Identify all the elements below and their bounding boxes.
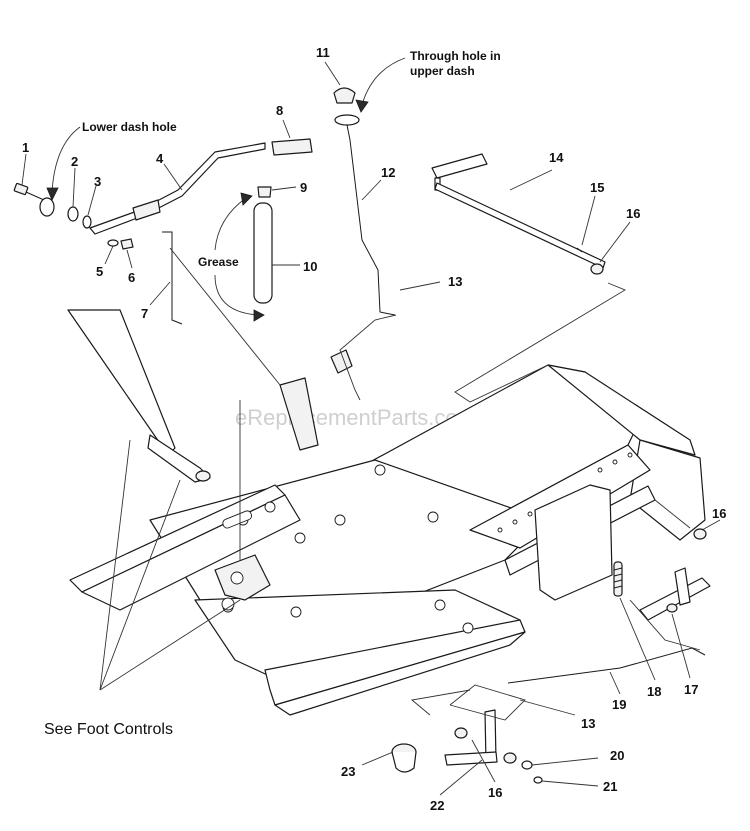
pedal-bushing — [195, 470, 211, 482]
shift-mount-bracket — [279, 377, 319, 451]
frame-hole — [290, 606, 302, 618]
callout-10: 10 — [303, 259, 317, 274]
callout-18: 18 — [647, 684, 661, 699]
part-20-washer — [521, 760, 533, 770]
frame-mount-bracket-plate — [534, 484, 613, 601]
part-12-rod — [346, 124, 396, 316]
callout-16-right: 16 — [712, 506, 726, 521]
callout-13-lower: 13 — [581, 716, 595, 731]
lower-dash-flange — [39, 197, 55, 217]
frame-right-end-plate — [629, 439, 706, 541]
callout-23: 23 — [341, 764, 355, 779]
callout-11: 11 — [316, 45, 330, 60]
callout-20: 20 — [610, 748, 624, 763]
frame-hole — [264, 501, 276, 513]
arrow-head — [355, 99, 369, 113]
callout-12: 12 — [381, 165, 395, 180]
part-7-link-rod — [162, 231, 183, 325]
arrow-head — [240, 192, 253, 206]
frame-front-lip-lower — [274, 631, 526, 716]
foot-control-pedal — [67, 309, 211, 483]
linkage-pivot — [230, 571, 244, 585]
frame-hole — [512, 519, 518, 525]
callout-8: 8 — [276, 103, 283, 118]
callout-4: 4 — [156, 151, 164, 166]
callout-9: 9 — [300, 180, 307, 195]
note-arrows — [46, 57, 406, 322]
frame-hole — [597, 467, 603, 473]
grease-arrow-down — [214, 274, 259, 316]
callout-14: 14 — [549, 150, 564, 165]
main-frame — [69, 364, 706, 716]
part-4-lever-rod — [89, 142, 266, 235]
frame-hole — [294, 532, 306, 544]
callout-3: 3 — [94, 174, 101, 189]
assembly-reference-lines — [99, 247, 701, 721]
part-17-pedal-bracket — [639, 567, 711, 621]
part-16-bushing — [590, 263, 604, 275]
note-grease: Grease — [198, 255, 239, 269]
callout-5: 5 — [96, 264, 103, 279]
frame-hole — [374, 464, 386, 476]
frame-hole — [334, 514, 346, 526]
callout-16-lower: 16 — [488, 785, 502, 800]
note-through-hole-line1: Through hole in — [410, 49, 501, 63]
part-10-tube — [253, 202, 273, 304]
part-6-nut — [120, 238, 134, 250]
part-19-control-rod — [507, 647, 706, 684]
callout-15: 15 — [590, 180, 604, 195]
part-3-washer — [82, 215, 92, 229]
part-15-pin — [576, 247, 583, 253]
part-2-washer — [67, 206, 79, 222]
callout-21: 21 — [603, 779, 617, 794]
frame-hole — [627, 452, 633, 458]
frame-hole — [434, 599, 446, 611]
frame-slot — [222, 510, 253, 529]
callout-leaders — [21, 61, 721, 796]
part-18-spring — [613, 561, 623, 597]
callout-13: 13 — [448, 274, 462, 289]
note-lower-dash-hole: Lower dash hole — [82, 120, 177, 134]
part-23-pedal-pad — [391, 743, 417, 773]
frame-hole — [612, 459, 618, 465]
part-9-cap — [257, 186, 272, 198]
frame-rear-upper-flange — [547, 364, 696, 456]
part-22-bracket — [444, 709, 498, 766]
frame-hole — [462, 622, 474, 634]
callout-7: 7 — [141, 306, 148, 321]
frame-hole — [527, 511, 533, 517]
frame-hole — [497, 527, 503, 533]
frame-hole — [427, 511, 439, 523]
part-1-bolt — [13, 182, 45, 201]
callout-16: 16 — [626, 206, 640, 221]
part-16-bushing-lower-b — [503, 752, 517, 764]
lower-dash-arrow — [51, 126, 81, 193]
callout-17: 17 — [684, 682, 698, 697]
note-through-hole-line2: upper dash — [410, 64, 475, 78]
callout-2: 2 — [71, 154, 78, 169]
callout-numbers: 1 2 3 4 5 6 7 8 9 10 11 12 13 14 15 16 1… — [22, 45, 726, 813]
part-8-handle-grip — [271, 138, 313, 156]
part-5-washer — [107, 239, 119, 247]
see-foot-controls-label: See Foot Controls — [44, 721, 173, 738]
callout-1: 1 — [22, 140, 29, 155]
callout-6: 6 — [128, 270, 135, 285]
part-16-bushing-lower — [454, 727, 468, 739]
lever-bracket — [132, 199, 161, 221]
callout-22: 22 — [430, 798, 444, 813]
grease-arrow-up — [214, 197, 247, 251]
part-14-bracket-rod — [431, 153, 606, 269]
through-hole-arrow — [361, 57, 406, 106]
part-11-knob — [333, 87, 360, 126]
arrow-head — [46, 187, 59, 201]
part-16-bushing-right — [693, 528, 707, 540]
part-21-clip — [533, 776, 543, 784]
pedal-arm — [67, 309, 176, 456]
arrow-head — [253, 309, 265, 322]
callout-19: 19 — [612, 697, 626, 712]
